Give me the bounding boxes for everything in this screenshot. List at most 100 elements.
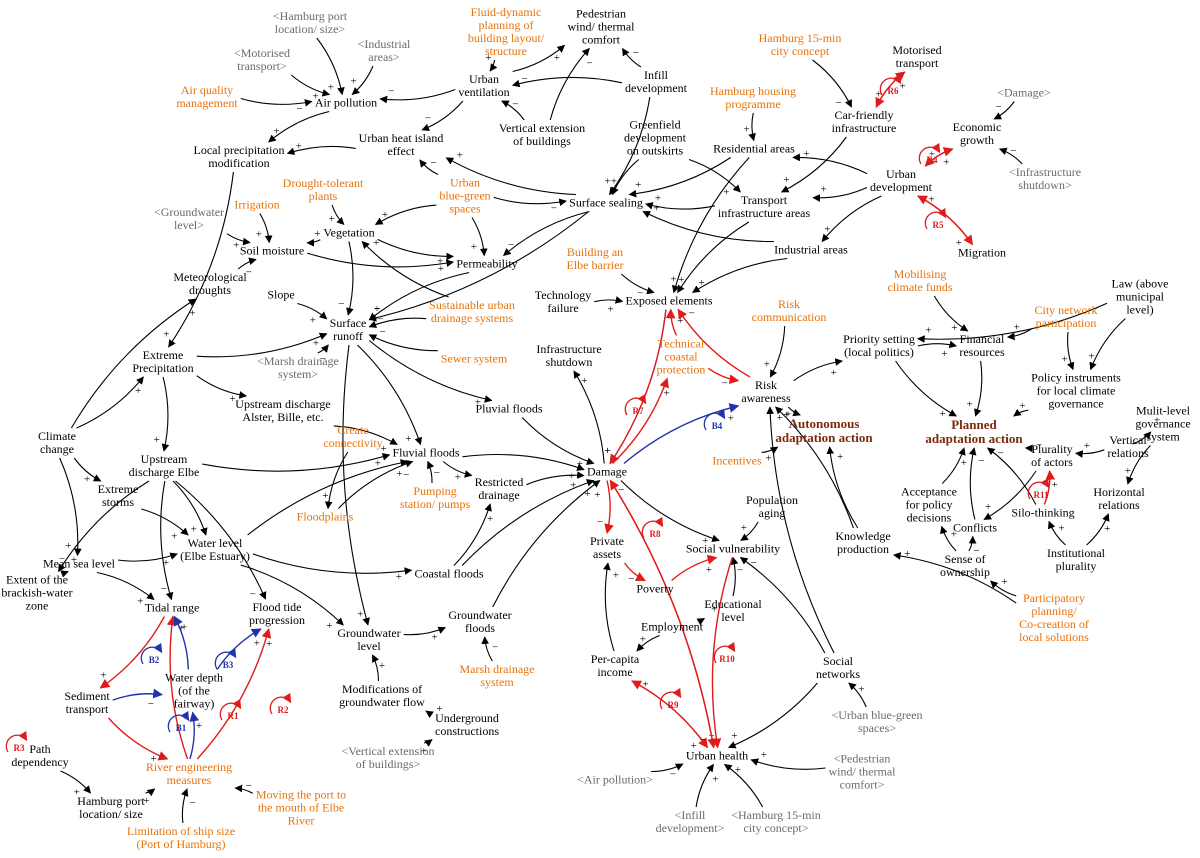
- edge-polarity-sign: +: [457, 149, 463, 161]
- edge-urban-health-to-per-capita-income: [631, 680, 708, 748]
- edge-polarity-sign: +: [405, 433, 411, 445]
- node-infrastructure-shutdown-ext: <Infrastructure shutdown>: [1008, 165, 1082, 192]
- edge-polarity-sign: +: [966, 398, 972, 410]
- node-economic-growth: Economic growth: [952, 120, 1002, 147]
- edge-upstream-elbe-to-flood-tide: [175, 480, 267, 600]
- edge-urban-development-to-residential-areas: [792, 153, 868, 175]
- node-sense-of-ownership: Sense of ownership: [940, 552, 990, 579]
- node-greenfield-development: Greenfield development on outskirts: [624, 117, 686, 158]
- edge-polarity-sign: +: [312, 90, 318, 102]
- edge-polarity-sign: +: [438, 263, 444, 275]
- edge-polarity-sign: +: [698, 277, 704, 289]
- node-silo-thinking: Silo-thinking: [1011, 505, 1075, 520]
- edge-meteorological-droughts-to-soil-moisture: [237, 257, 257, 270]
- node-pumping-station: Pumping station/ pumps: [399, 484, 471, 511]
- edge-industrial-areas-top-to-air-pollution: [351, 65, 374, 96]
- edge-polarity-sign: +: [256, 228, 262, 240]
- edge-polarity-sign: +: [761, 749, 767, 761]
- node-planned-adaptation: Planned adaptation action: [925, 417, 1023, 446]
- edge-limitation-ship-to-river-engineering: [181, 788, 189, 824]
- edge-polarity-sign: −: [425, 112, 431, 124]
- node-urban-blue-green-spaces: Urban blue-green spaces: [439, 175, 491, 216]
- loop-direction-arrow: [641, 516, 664, 539]
- edge-polarity-sign: +: [985, 501, 991, 513]
- edge-polarity-sign: +: [723, 187, 729, 199]
- edge-polarity-sign: +: [904, 548, 910, 560]
- edge-polarity-sign: +: [604, 445, 610, 457]
- edge-path-dependency-to-hamburg-port-location: [60, 770, 91, 794]
- edge-water-depth-to-flood-tide: [216, 628, 262, 670]
- node-infill-development-ext: <Infill development>: [655, 808, 725, 835]
- loop-direction-arrow: [167, 710, 190, 733]
- edge-extreme-precipitation-to-upstream-elbe: [161, 376, 170, 452]
- edge-law-to-priority-setting: [917, 302, 1108, 343]
- node-hamburg-housing-programme: Hamburg housing programme: [709, 84, 797, 111]
- edge-polarity-sign: +: [831, 367, 837, 379]
- edge-polarity-sign: +: [735, 764, 741, 776]
- edge-polarity-sign: +: [1001, 576, 1007, 588]
- edge-polarity-sign: +: [436, 703, 442, 715]
- node-multilevel-governance: Mulit-level governance system: [1135, 403, 1191, 444]
- edge-polarity-sign: −: [586, 57, 592, 69]
- node-exposed-elements: Exposed elements: [625, 293, 713, 308]
- node-risk-awareness: Risk awareness: [741, 378, 791, 405]
- edge-polarity-sign: +: [328, 81, 334, 93]
- edge-polarity-sign: −: [973, 545, 979, 557]
- edge-urban-blue-green-to-vegetation: [374, 204, 437, 225]
- edge-hamburg-housing-to-residential-areas: [748, 112, 756, 142]
- node-conflicts: Conflicts: [953, 520, 997, 535]
- node-technical-coastal-protection: Technical coastal protection: [656, 336, 706, 377]
- edge-polarity-sign: +: [310, 315, 316, 327]
- edge-polarity-sign: +: [322, 490, 328, 502]
- loop-label-r11: R11: [1033, 490, 1049, 500]
- node-employment: Employment: [641, 619, 703, 634]
- edge-polarity-sign: +: [329, 213, 335, 225]
- node-vertical-relations: Vertical relations: [1107, 433, 1149, 460]
- node-acceptance-policy: Acceptance for policy decisions: [901, 484, 957, 525]
- edge-polarity-sign: +: [940, 408, 946, 420]
- node-technology-failure: Technology failure: [534, 288, 592, 315]
- edge-air-pollution-to-local-precipitation: [268, 110, 330, 143]
- edge-polarity-sign: −: [296, 103, 302, 115]
- edge-polarity-sign: +: [233, 240, 239, 252]
- edge-per-capita-income-to-private-assets: [603, 562, 615, 652]
- node-pedestrian-comfort: Pedestrian wind/ thermal comfort: [567, 6, 635, 47]
- edge-climate-change-to-extreme-precipitation: [76, 376, 144, 429]
- loop-label-r7: R7: [632, 406, 644, 416]
- loop-label-r1: R1: [227, 711, 239, 721]
- edge-polarity-sign: +: [951, 322, 957, 334]
- edge-polarity-sign: +: [961, 457, 967, 469]
- edge-damage-to-private-assets: [604, 480, 614, 534]
- node-vegetation: Vegetation: [323, 225, 375, 240]
- edge-polarity-sign: +: [670, 274, 676, 286]
- loop-direction-arrow: [214, 647, 237, 670]
- node-tidal-range: Tidal range: [144, 600, 200, 615]
- node-motorised-transport: Motorised transport: [892, 43, 942, 70]
- edge-polarity-sign: +: [678, 274, 684, 286]
- edge-polarity-sign: −: [1010, 145, 1016, 157]
- edge-polarity-sign: +: [273, 125, 279, 137]
- node-climate-change: Climate change: [38, 429, 76, 456]
- node-limitation-ship-size: Limitation of ship size (Port of Hamburg…: [126, 824, 236, 851]
- edge-underground-constructions-to-modifications-groundwater: [425, 710, 434, 719]
- node-marsh-drainage-ext: <Marsh drainage system>: [257, 354, 339, 381]
- edge-polarity-sign: +: [143, 795, 149, 807]
- edge-polarity-sign: +: [191, 523, 197, 535]
- edge-polarity-sign: +: [941, 348, 947, 360]
- node-urban-heat-island: Urban heat island effect: [358, 131, 444, 158]
- edge-polarity-sign: −: [835, 97, 841, 109]
- edge-polarity-sign: +: [956, 237, 962, 249]
- loop-label-r5: R5: [932, 220, 944, 230]
- node-air-quality-management: Air quality management: [176, 83, 238, 110]
- edge-polarity-sign: +: [431, 632, 437, 644]
- loop-direction-arrow: [924, 207, 947, 230]
- edge-drought-tolerant-to-vegetation: [331, 204, 345, 226]
- edge-silo-thinking-to-planned-adaptation: [986, 447, 1037, 505]
- edge-polarity-sign: +: [357, 609, 363, 621]
- edge-residential-areas-to-surface-sealing: [628, 157, 732, 198]
- edge-economic-growth-to-urban-development: [924, 148, 953, 167]
- edge-polarity-sign: +: [743, 124, 749, 136]
- node-meteorological-droughts: Meteorological droughts: [173, 270, 247, 297]
- node-modifications-groundwater: Modifications of groundwater flow: [339, 682, 425, 709]
- edge-polarity-sign: +: [803, 148, 809, 160]
